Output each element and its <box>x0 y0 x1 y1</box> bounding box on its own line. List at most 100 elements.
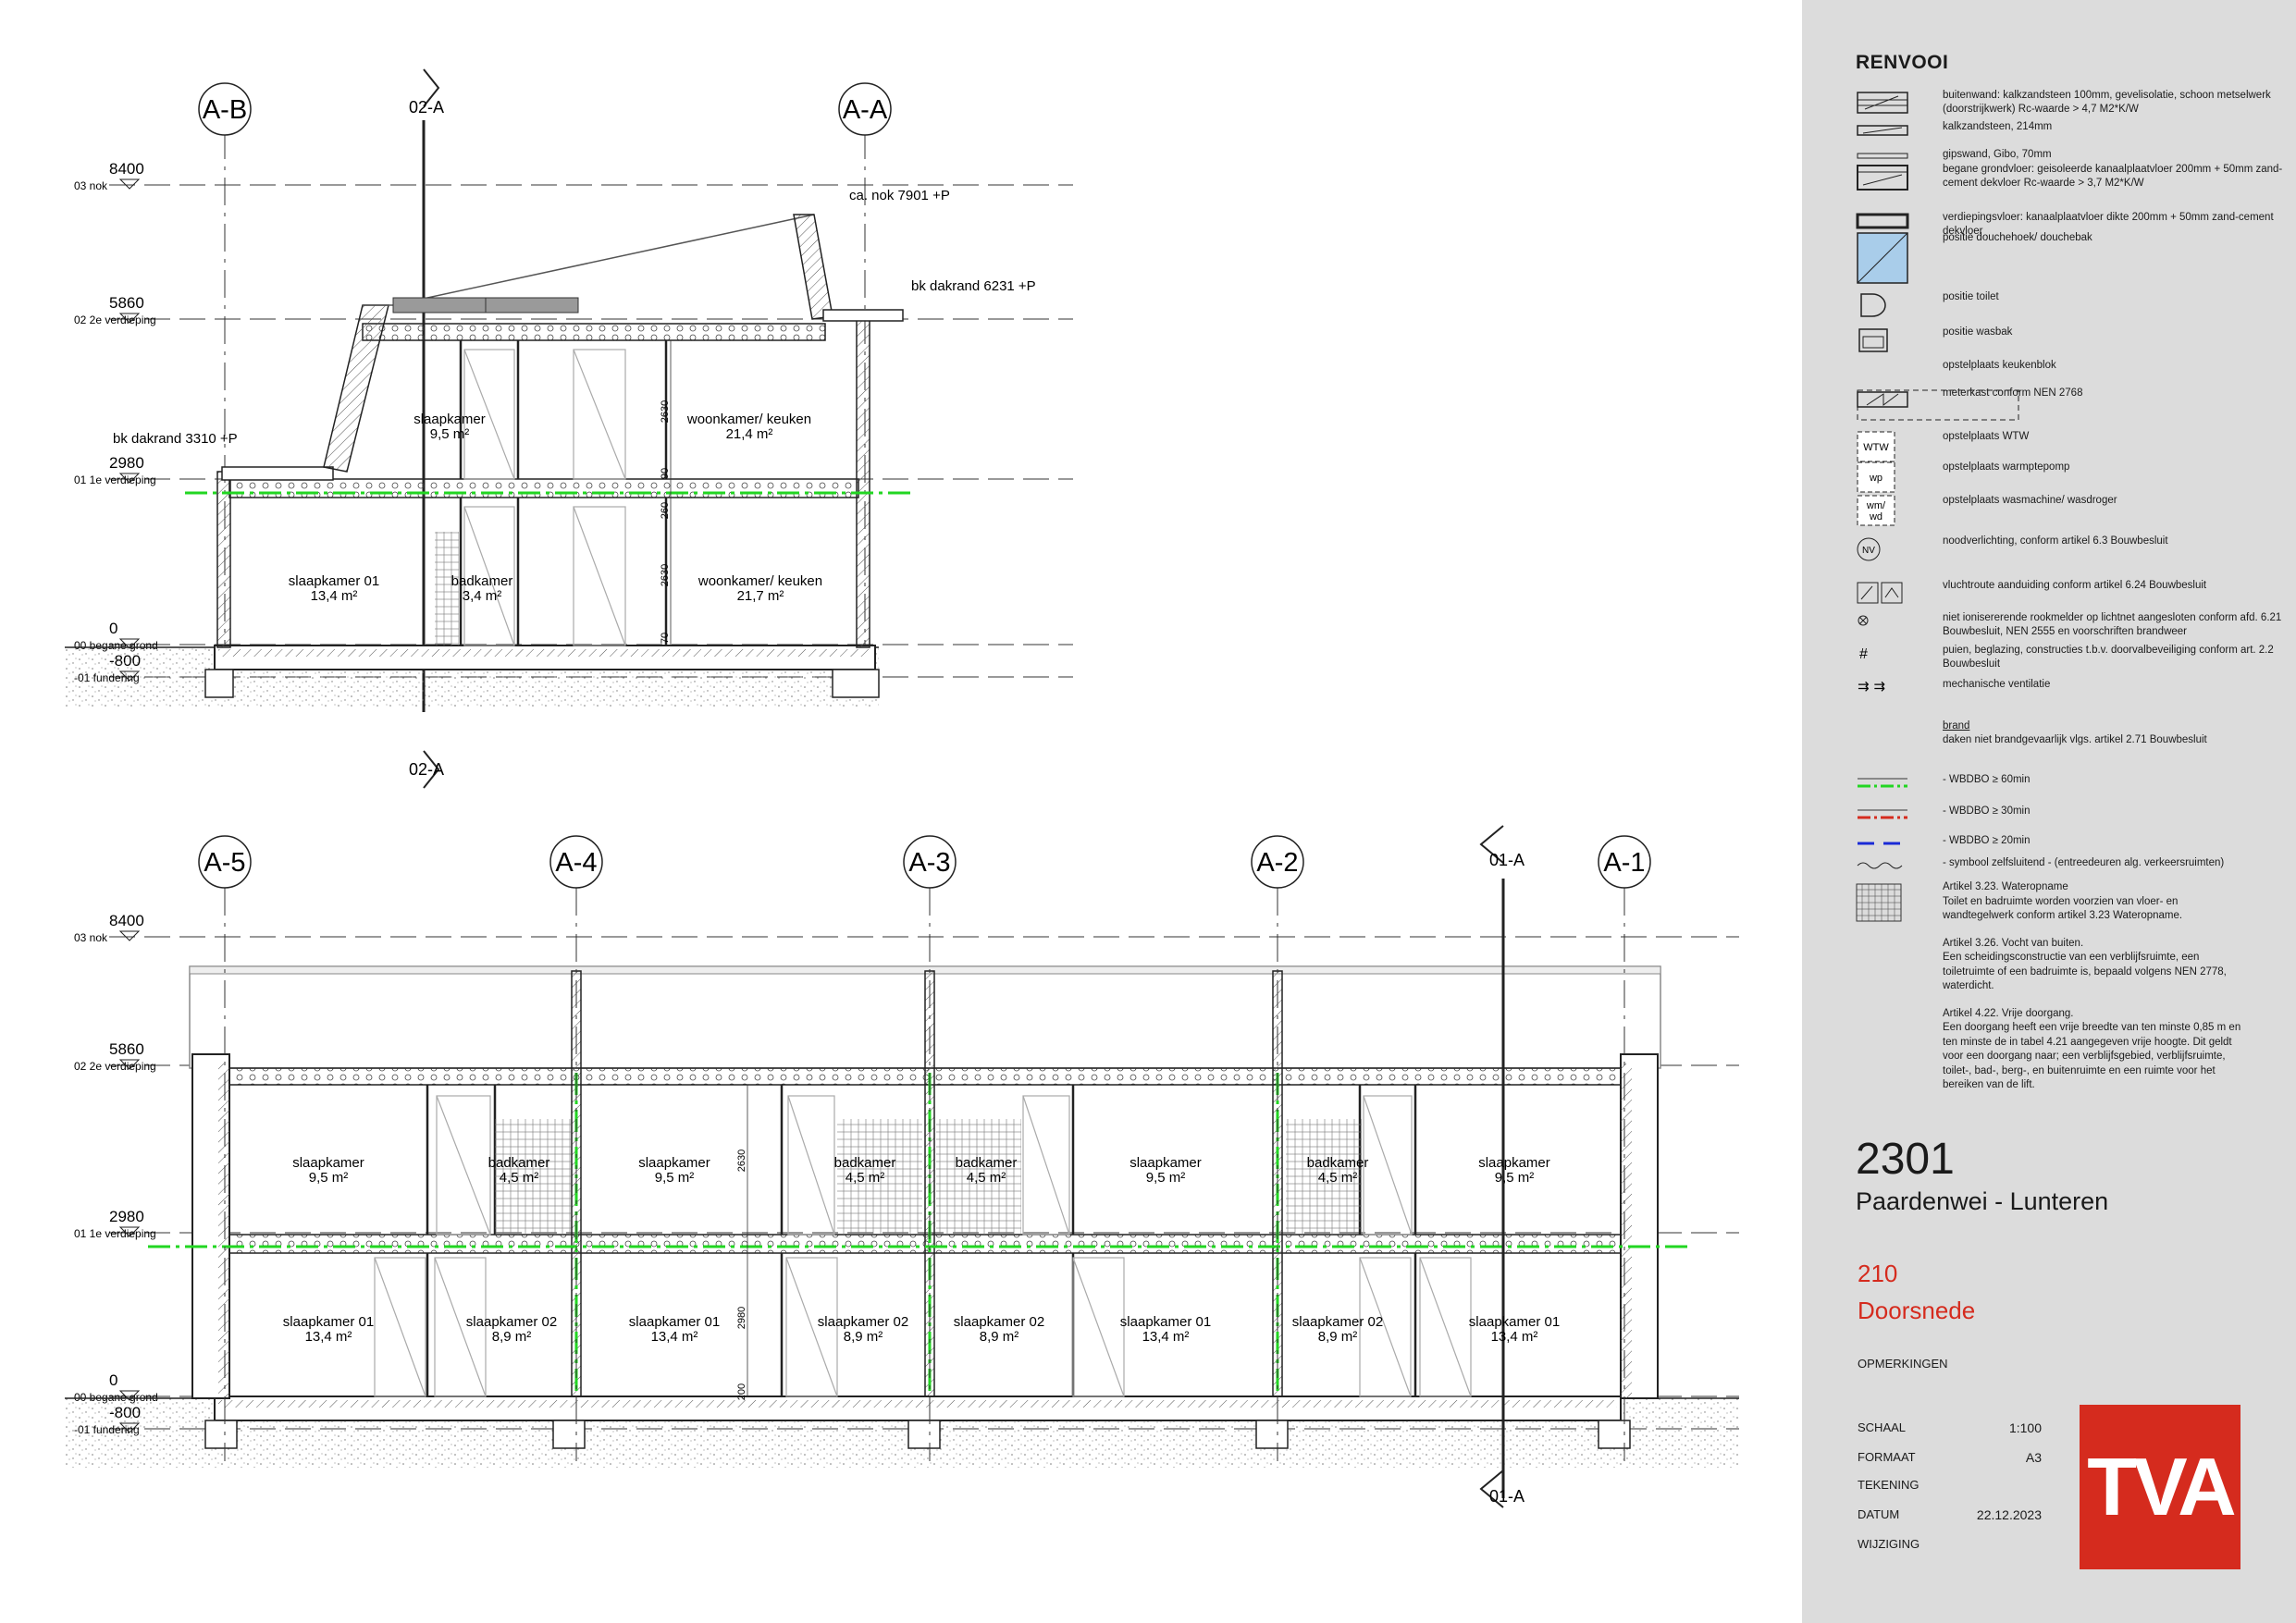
title-block-label: TEKENING <box>1858 1478 1920 1492</box>
room-name: slaapkamer 02 <box>954 1314 1044 1330</box>
room-area: 8,9 m² <box>492 1329 532 1345</box>
legend-description: niet ionisererende rookmelder op lichtne… <box>1943 612 2282 637</box>
legend-symbol <box>1856 579 1909 610</box>
room-label: slaapkamer 028,9 m² <box>1292 1314 1383 1345</box>
sheet-title: Doorsnede <box>1858 1297 1976 1324</box>
legend-symbol <box>1856 773 1909 805</box>
legend-text: vluchtroute aanduiding conform artikel 6… <box>1943 579 2285 593</box>
room-label: slaapkamer 028,9 m² <box>466 1314 557 1345</box>
legend-symbol <box>1856 211 1909 242</box>
legend-text: positie wasbak <box>1943 326 2285 339</box>
room-name: slaapkamer 02 <box>1292 1314 1383 1330</box>
dimension-label: 200 <box>736 1383 747 1400</box>
room-area: 8,9 m² <box>844 1329 883 1345</box>
legend-symbol <box>1856 326 1909 357</box>
legend-description: buitenwand: kalkzandsteen 100mm, gevelis… <box>1943 90 2271 115</box>
meter-icon <box>1857 391 1908 408</box>
legend-text: buitenwand: kalkzandsteen 100mm, gevelis… <box>1943 89 2285 117</box>
sink-icon <box>1858 328 1888 352</box>
level-label: 03 nok <box>74 931 108 944</box>
legend-text: gipswand, Gibo, 70mm <box>1943 148 2285 162</box>
section-mark-top-1: 02-A <box>409 98 444 117</box>
legend-description: - WBDBO ≥ 20min <box>1943 835 2031 846</box>
legend-symbol <box>1856 856 1909 888</box>
room-area: 9,5 m² <box>655 1170 695 1186</box>
level-value: 0 <box>109 620 117 637</box>
room-name: badkamer <box>451 573 513 589</box>
title-block-value: 22.12.2023 <box>1976 1507 2042 1522</box>
article-text: Artikel 4.22. Vrije doorgang.Een doorgan… <box>1943 1007 2241 1091</box>
legend-text: - WBDBO ≥ 60min <box>1943 773 2285 787</box>
grid-label: A-2 <box>1256 848 1298 878</box>
dimension-label: 2630 <box>660 564 671 586</box>
dimension-label: 260 <box>660 502 671 519</box>
vent-icon: ⇉ ⇉ <box>1858 678 1885 695</box>
legend-text: opstelplaats keukenblok <box>1943 359 2285 373</box>
legend-text: mechanische ventilatie <box>1943 678 2285 692</box>
svg-text:WTW: WTW <box>1863 442 1889 453</box>
room-area: 8,9 m² <box>980 1329 1019 1345</box>
dimension-label: 2630 <box>736 1150 747 1172</box>
room-area: 13,4 m² <box>1491 1329 1538 1345</box>
grid-bubble: A-1 <box>1598 835 1651 889</box>
grid-bubble: A-4 <box>549 835 603 889</box>
level-label: 01 1e verdieping <box>74 1227 156 1240</box>
legend-description: - WBDBO ≥ 30min <box>1943 805 2031 817</box>
room-area: 9,5 m² <box>430 426 470 442</box>
level-value: 0 <box>109 1371 117 1389</box>
legend-text: opstelplaats wasmachine/ wasdroger <box>1943 494 2285 508</box>
legend-symbol <box>1856 163 1909 194</box>
grid-bubble: A-A <box>838 82 892 136</box>
room-area: 13,4 m² <box>1142 1329 1190 1345</box>
legend-symbol: # <box>1856 644 1909 675</box>
legend-text: - symbool zelfsluitend - (entreedeuren a… <box>1943 856 2285 870</box>
room-name: badkamer <box>956 1155 1018 1171</box>
svg-text:wp: wp <box>1869 473 1882 484</box>
room-name: slaapkamer 01 <box>289 573 379 589</box>
grid-label: A-1 <box>1603 848 1645 878</box>
legend-description: opstelplaats WTW <box>1943 431 2030 442</box>
legend-text: opstelplaats WTW <box>1943 430 2285 444</box>
room-area: 9,5 m² <box>1495 1170 1535 1186</box>
room-area: 21,4 m² <box>726 426 773 442</box>
legend-description: vluchtroute aanduiding conform artikel 6… <box>1943 580 2207 591</box>
room-name: slaapkamer 01 <box>1120 1314 1211 1330</box>
legend-description: - WBDBO ≥ 60min <box>1943 774 2031 785</box>
room-label: slaapkamer 028,9 m² <box>818 1314 908 1345</box>
wm-icon: wm/wd <box>1857 495 1895 526</box>
room-name: badkamer <box>834 1155 896 1171</box>
toilet-icon <box>1860 293 1886 317</box>
room-area: 13,4 m² <box>651 1329 698 1345</box>
legend-description: opstelplaats keukenblok <box>1943 360 2056 371</box>
svg-text:⇉ ⇉: ⇉ ⇉ <box>1858 678 1885 695</box>
level-value: 8400 <box>109 912 144 929</box>
sheet-number: 210 <box>1858 1260 1898 1287</box>
grid-label: A-A <box>843 95 888 125</box>
legend-description: meterkast conform NEN 2768 <box>1943 387 2083 399</box>
legend-symbol: ⇉ ⇉ <box>1856 678 1909 709</box>
legend-symbol <box>1856 290 1909 322</box>
annotation-nok: ca. nok 7901 +P <box>849 188 950 203</box>
title-block-value: 1:100 <box>2008 1420 2042 1435</box>
title-block-label: SCHAAL <box>1858 1420 1907 1434</box>
legend-symbol <box>1856 89 1909 120</box>
dimension-label: 90 <box>660 468 671 479</box>
legend-symbol <box>1856 805 1909 836</box>
section-mark-top-2: 02-A <box>409 760 444 779</box>
level-label: 02 2e verdieping <box>74 314 156 326</box>
grid-bubble: A-5 <box>198 835 252 889</box>
level-label: 02 2e verdieping <box>74 1060 156 1073</box>
legend-text: positie toilet <box>1943 290 2285 304</box>
